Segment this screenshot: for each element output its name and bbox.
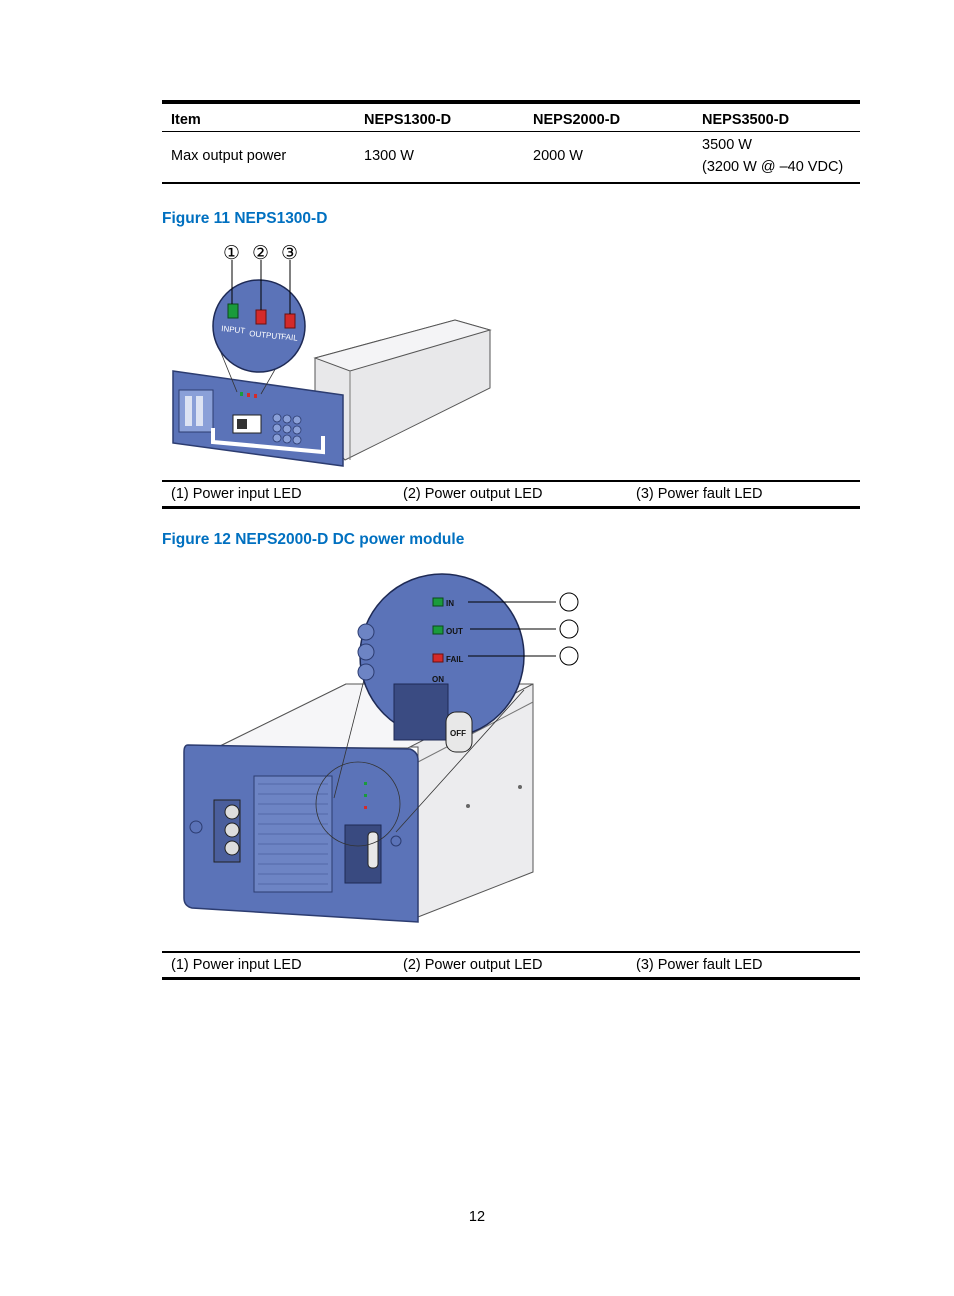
callout-3: ③ — [281, 243, 298, 264]
spec-table: Item NEPS1300-D NEPS2000-D NEPS3500-D Ma… — [162, 100, 860, 184]
spec-table-header-row: Item NEPS1300-D NEPS2000-D NEPS3500-D — [162, 100, 860, 132]
cell-neps3500: 3500 W (3200 W @ –40 VDC) — [693, 131, 860, 184]
zoom-label-fail: FAIL — [281, 332, 299, 343]
input-led-icon — [227, 303, 239, 319]
header-neps1300: NEPS1300-D — [355, 100, 524, 132]
figure-12-title: Figure 12 NEPS2000-D DC power module — [162, 531, 465, 548]
zoom-label-input: INPUT — [221, 324, 246, 335]
neps1300-zoom-circle — [212, 279, 306, 373]
zoom-switch-off: OFF — [450, 729, 466, 738]
legend-power-output-led-2: (2) Power output LED — [403, 957, 543, 973]
out-led-icon — [432, 625, 444, 635]
zoom-switch-on: ON — [432, 675, 444, 684]
figure-11-title: Figure 11 NEPS1300-D — [162, 210, 328, 227]
page-number: 12 — [468, 1209, 486, 1225]
callout-1: ① — [223, 243, 240, 264]
legend-power-input-led: (1) Power input LED — [171, 486, 302, 502]
fail-led-icon-2 — [432, 653, 444, 663]
figure-11-illustration: INPUT OUTPUT FAIL ① ② ③ — [172, 243, 492, 467]
cell-neps1300: 1300 W — [355, 131, 524, 184]
cell-item: Max output power — [162, 131, 355, 184]
header-neps3500: NEPS3500-D — [693, 100, 860, 132]
callout-2: ② — [252, 243, 269, 264]
callout-circle-3 — [559, 646, 579, 666]
in-led-icon — [432, 597, 444, 607]
legend-power-fault-led-2: (3) Power fault LED — [636, 957, 763, 973]
zoom-label-fail-2: FAIL — [446, 655, 463, 664]
zoom-label-out: OUT — [446, 627, 463, 636]
figure-12-illustration: OFF ON IN OUT FAIL — [183, 573, 579, 923]
legend-power-input-led-2: (1) Power input LED — [171, 957, 302, 973]
legend-power-output-led: (2) Power output LED — [403, 486, 543, 502]
cell-neps3500-line1: 3500 W — [702, 137, 752, 153]
header-item: Item — [162, 100, 355, 132]
callout-circle-1 — [559, 592, 579, 612]
header-neps2000: NEPS2000-D — [524, 100, 693, 132]
cell-neps3500-line2: (3200 W @ –40 VDC) — [702, 159, 844, 175]
zoom-label-in: IN — [446, 599, 454, 608]
cell-neps2000: 2000 W — [524, 131, 693, 184]
table-row: Max output power 1300 W 2000 W 3500 W (3… — [162, 131, 860, 184]
callout-circle-2 — [559, 619, 579, 639]
output-led-icon — [255, 309, 267, 325]
figure-12-legend: (1) Power input LED (2) Power output LED… — [162, 951, 860, 980]
fail-led-icon — [284, 313, 296, 329]
figure-11-legend: (1) Power input LED (2) Power output LED… — [162, 480, 860, 509]
legend-power-fault-led: (3) Power fault LED — [636, 486, 763, 502]
zoom-label-output: OUTPUT — [249, 329, 283, 341]
